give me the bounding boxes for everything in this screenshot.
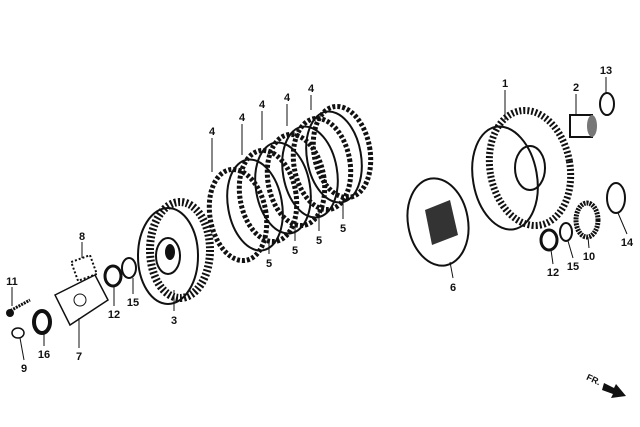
label-nut-left: 12 xyxy=(108,309,120,321)
label-washer-right: 15 xyxy=(567,261,579,273)
label-lifter-rod: 9 xyxy=(21,363,27,375)
friction-disk xyxy=(310,103,374,201)
bolt xyxy=(6,298,31,317)
label-outer-basket: 1 xyxy=(502,78,508,90)
nut-right xyxy=(539,228,559,252)
outer-basket xyxy=(471,106,575,231)
label-collar: 2 xyxy=(573,82,579,94)
thrust-washer xyxy=(606,182,626,214)
friction-disk xyxy=(236,147,300,245)
label-bearing: 16 xyxy=(38,349,50,361)
washer-13 xyxy=(599,92,615,116)
friction-disk xyxy=(264,131,328,229)
center-hub xyxy=(137,198,214,305)
label-clutch-plate: 5 xyxy=(340,223,346,235)
label-friction-disk: 4 xyxy=(209,126,216,138)
label-clutch-plate: 5 xyxy=(266,258,272,270)
label-spring: 8 xyxy=(79,231,85,243)
lifter-plate xyxy=(53,273,109,327)
arrow-icon xyxy=(602,383,626,398)
label-lifter-plate: 7 xyxy=(76,351,82,363)
clutch-plate-stack xyxy=(206,103,374,264)
gear xyxy=(573,200,601,240)
label-center-hub: 3 xyxy=(171,315,177,327)
label-thrust-washer: 14 xyxy=(621,237,634,249)
pressure-plate xyxy=(406,177,470,267)
spring xyxy=(69,253,99,283)
label-friction-disk: 4 xyxy=(259,99,266,111)
collar xyxy=(569,114,597,138)
friction-disk xyxy=(206,166,270,264)
leader-lines xyxy=(11,77,628,361)
label-friction-disk: 4 xyxy=(308,83,315,95)
front-direction-indicator: FR. xyxy=(585,372,626,398)
label-friction-disk: 4 xyxy=(284,92,291,104)
lifter-rod xyxy=(11,327,25,339)
fr-label: FR. xyxy=(585,372,602,387)
label-nut-right: 12 xyxy=(547,267,559,279)
label-washer-left: 15 xyxy=(127,297,139,309)
label-clutch-plate: 5 xyxy=(316,235,322,247)
label-pressure-plate: 6 xyxy=(450,282,456,294)
label-bolt: 11 xyxy=(6,276,18,288)
bearing xyxy=(32,309,52,335)
label-washer-13: 13 xyxy=(600,65,612,77)
label-friction-disk: 4 xyxy=(239,112,246,124)
nut-left xyxy=(103,264,123,288)
label-clutch-plate: 5 xyxy=(292,245,298,257)
label-gear: 10 xyxy=(583,251,595,263)
washer-left xyxy=(121,257,137,279)
washer-right xyxy=(559,222,573,242)
